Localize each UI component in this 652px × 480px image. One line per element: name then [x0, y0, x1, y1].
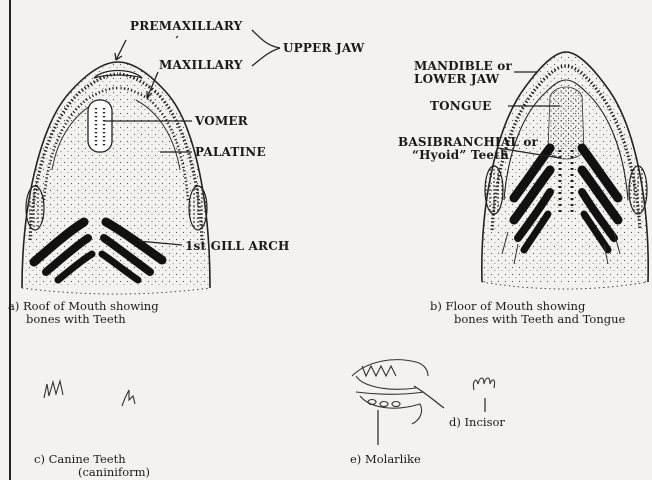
- label-hyoid-teeth: “Hyoid” Teeth: [412, 149, 509, 162]
- canine-teeth-sketch: [44, 381, 135, 406]
- label-tongue: TONGUE: [430, 100, 491, 113]
- label-maxillary: MAXILLARY: [159, 59, 243, 72]
- caption-d-line-1: d) Incisor: [449, 416, 505, 429]
- floor-of-mouth-figure: [482, 52, 648, 289]
- caption-e: e) Molarlike: [350, 453, 421, 466]
- incisor-sketch: [473, 378, 494, 412]
- label-upper-jaw: UPPER JAW: [283, 42, 364, 55]
- caption-d: d) Incisor: [449, 416, 505, 429]
- label-vomer: VOMER: [195, 115, 248, 128]
- caption-e-line-1: e) Molarlike: [350, 453, 421, 466]
- label-premaxillary: PREMAXILLARY: [130, 20, 242, 33]
- molarlike-jaw-sketch: [352, 360, 444, 445]
- label-lower-jaw: LOWER JAW: [414, 73, 499, 86]
- caption-b: b) Floor of Mouth showing bones with Tee…: [430, 300, 625, 326]
- caption-a: a) Roof of Mouth showing bones with Teet…: [8, 300, 159, 326]
- caption-c-line-2: (caniniform): [34, 466, 150, 479]
- caption-c: c) Canine Teeth (caniniform): [34, 453, 150, 479]
- caption-a-line-2: bones with Teeth: [8, 313, 159, 326]
- label-palatine: PALATINE: [195, 146, 266, 159]
- caption-b-line-2: bones with Teeth and Tongue: [430, 313, 625, 326]
- label-first-gill-arch: 1st GILL ARCH: [185, 240, 290, 253]
